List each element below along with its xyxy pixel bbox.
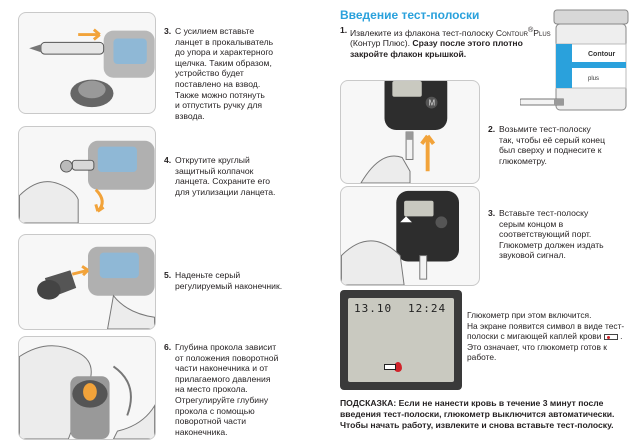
illustration-insert-strip: [340, 186, 480, 286]
vial-brand-line2: plus: [588, 76, 599, 82]
meter-display: 13.10 12:24: [340, 290, 462, 390]
step-text: С усилием вставьте ланцет в прокалывател…: [175, 26, 274, 121]
step-text: Возьмите тест-полоску так, чтобы её серы…: [499, 124, 605, 166]
display-time: 12:24: [408, 302, 447, 315]
blood-drop-icon: [394, 362, 402, 372]
brand-name: Contour: [495, 27, 528, 38]
hint-label: ПОДСКАЗКА:: [340, 398, 397, 408]
hint-text: Если не нанести кровь в течение 3 минут …: [340, 398, 615, 430]
step-text: Вставьте тест-полоску серым концом в соо…: [499, 208, 604, 261]
loose-test-strip: [519, 94, 565, 106]
lancing-device-illustration: [29, 28, 155, 108]
brand-name-ru: (Контур Плюс).: [350, 38, 410, 49]
test-strip-vial: Contour plus: [548, 8, 634, 112]
brand-name-b: Plus: [533, 27, 551, 38]
meter-hold-strip-illustration: M: [360, 81, 448, 183]
section-title: Введение тест-полоски: [340, 8, 480, 22]
step-text: Открутите круглый защитный колпачок ланц…: [175, 155, 276, 197]
step-number: 4.: [164, 155, 172, 165]
step-number: 3.: [164, 26, 172, 36]
illustration-insert-lancet: [18, 12, 156, 114]
intro-bold-text: Сразу после этого плотно закройте флакон…: [350, 38, 523, 60]
illustration-adjust-depth: [18, 336, 156, 440]
step-number: 5.: [164, 270, 172, 280]
step-text: Наденьте серый регулируемый наконечник.: [175, 270, 283, 291]
twist-cap-illustration: [19, 140, 155, 223]
strip-symbol-icon: [384, 364, 396, 370]
hint-box: ПОДСКАЗКА: Если не нанести кровь в течен…: [340, 398, 630, 430]
step-number: 1.: [340, 25, 348, 35]
illustration-attach-endcap: [18, 234, 156, 330]
svg-text:M: M: [429, 99, 436, 108]
meter-insert-strip-illustration: [341, 190, 459, 285]
step-text: Извлеките из флакона тест-полоску Contou…: [350, 25, 560, 60]
attach-endcap-illustration: [37, 246, 155, 329]
registered-mark: ®: [528, 26, 534, 34]
vial-brand-line1: Contour: [588, 51, 615, 58]
illustration-twist-cap: [18, 126, 156, 224]
lcd-screen: 13.10 12:24: [348, 298, 454, 382]
vial-illustration: Contour plus: [553, 9, 629, 111]
illustration-hold-strip: M: [340, 80, 480, 184]
note-text-a: Глюкометр при этом включится. На экране …: [467, 310, 625, 342]
step-number: 3.: [488, 208, 496, 218]
step-number: 6.: [164, 342, 172, 352]
step-text: Глубина прокола зависит от положения пов…: [175, 342, 279, 437]
intro-text: Извлеките из флакона тест-полоску: [350, 27, 494, 38]
note-text-b: . Это означает, что глюкометр готов к ра…: [467, 331, 623, 363]
strip-blood-drop-icon: [603, 333, 618, 340]
adjust-depth-illustration: [19, 345, 155, 439]
note-meter-ready: Глюкометр при этом включится. На экране …: [467, 310, 627, 363]
step-number: 2.: [488, 124, 496, 134]
display-date: 13.10: [354, 302, 393, 315]
